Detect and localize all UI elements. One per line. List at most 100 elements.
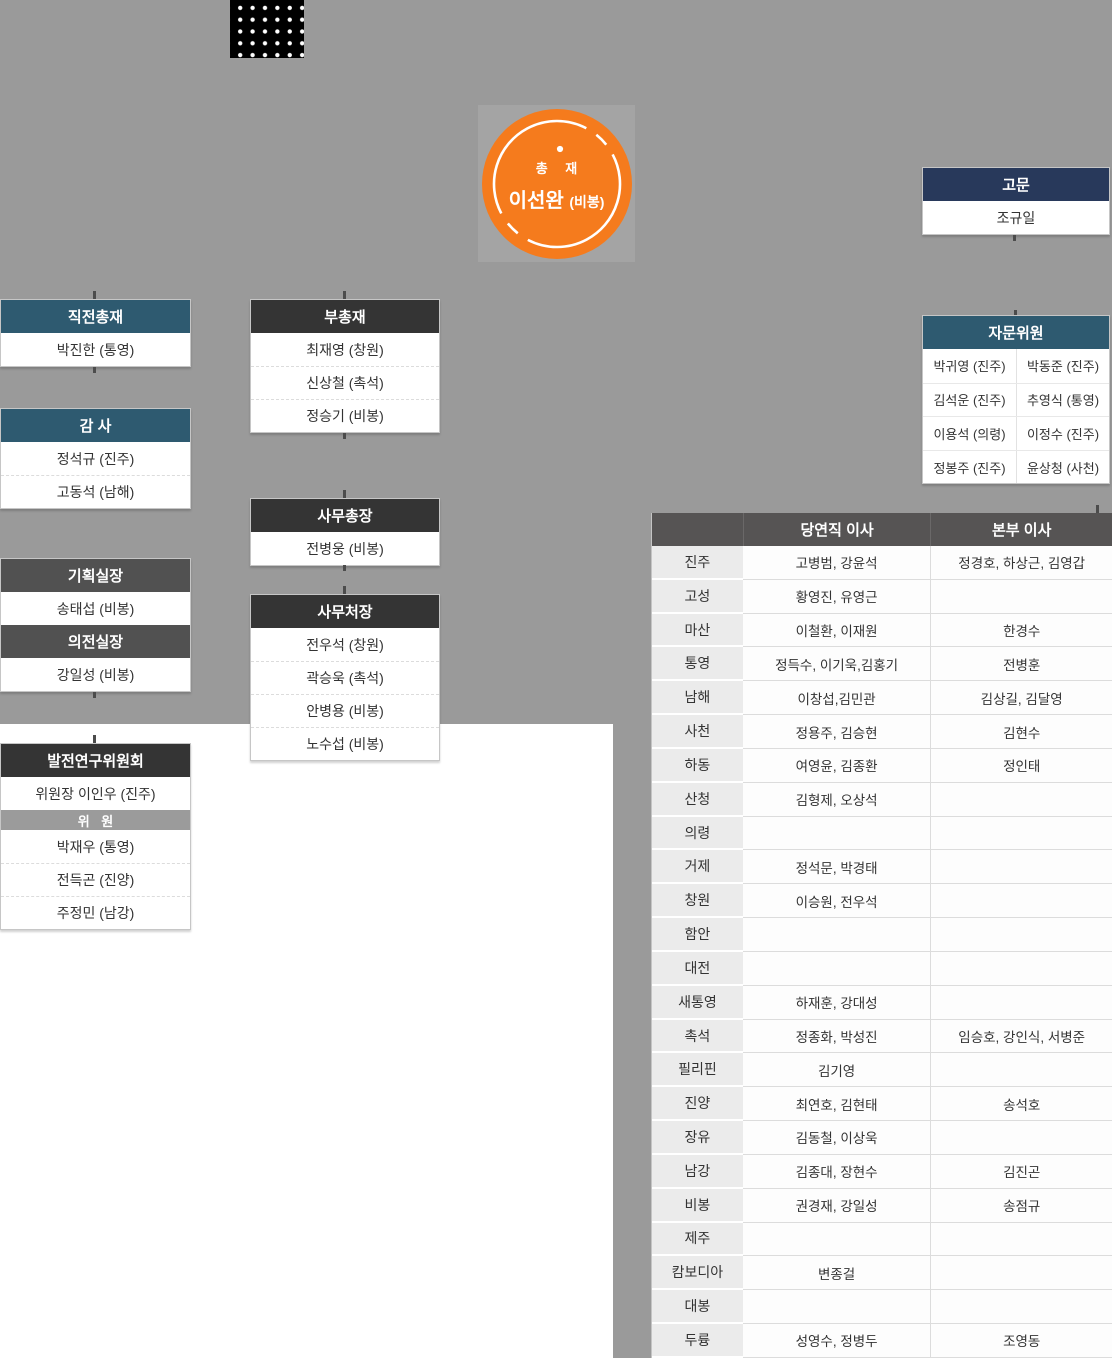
headquarters-cell <box>930 782 1112 817</box>
connector-stub <box>1013 235 1016 241</box>
table-row: 함안 <box>652 918 1112 952</box>
member-name: 전병웅 (비봉) <box>251 532 439 565</box>
ex-officio-cell <box>742 951 931 986</box>
ex-officio-cell: 최연호, 김현태 <box>742 1087 931 1122</box>
headquarters-cell: 조영동 <box>930 1324 1112 1358</box>
region-cell: 대봉 <box>652 1290 743 1325</box>
chairman-name: 이선완 (비봉) <box>508 189 605 212</box>
region-cell: 사천 <box>652 715 743 749</box>
box-research-committee-title: 발전연구위원회 <box>1 744 190 777</box>
region-cell: 남강 <box>652 1154 743 1189</box>
ex-officio-cell: 성영수, 정병두 <box>742 1324 931 1358</box>
box-secretary-office-title: 사무처장 <box>251 595 439 628</box>
member-name: 김석운 (진주) <box>933 393 1006 409</box>
member-name: 윤상청 (사천) <box>1016 450 1109 484</box>
headquarters-cell <box>930 1121 1112 1155</box>
headquarters-cell: 김현수 <box>930 715 1112 749</box>
ex-officio-cell: 하재훈, 강대성 <box>742 985 931 1020</box>
member-pair-row: 김석운 (진주) 추영식 (통영) <box>923 382 1109 417</box>
ex-officio-cell: 정용주, 김승현 <box>742 715 931 749</box>
member-name: 강일성 (비봉) <box>1 658 190 691</box>
headquarters-cell: 정경호, 하상근, 김영갑 <box>930 546 1112 580</box>
member-name: 이용석 (의령) <box>933 426 1006 442</box>
connector-stub <box>93 291 96 299</box>
member-pair-row: 박귀영 (진주) 박동준 (진주) <box>923 349 1109 383</box>
member-name: 박재우 (통영) <box>1 830 190 863</box>
region-header-cell <box>652 513 743 546</box>
ex-officio-cell: 정석문, 박경태 <box>742 850 931 885</box>
member-name: 전득곤 (진양) <box>1 863 190 896</box>
box-planning-director-title: 기획실장 <box>1 559 190 592</box>
member-name: 박동준 (진주) <box>1016 349 1109 383</box>
connector-stub <box>1096 505 1099 513</box>
region-cell: 통영 <box>652 647 743 682</box>
region-cell: 캄보디아 <box>652 1256 743 1291</box>
member-pair-row: 이용석 (의령) 이정수 (진주) <box>923 416 1109 450</box>
headquarters-cell: 임승호, 강인식, 서병준 <box>930 1019 1112 1054</box>
region-cell: 제주 <box>652 1222 743 1257</box>
table-row: 대봉 <box>652 1290 1112 1325</box>
headquarters-cell: 송석호 <box>930 1087 1112 1122</box>
headquarters-cell: 정인태 <box>930 748 1112 783</box>
headquarters-cell <box>930 1290 1112 1325</box>
box-protocol-director-title: 의전실장 <box>1 625 190 658</box>
connector-stub <box>343 490 346 498</box>
headquarters-cell <box>930 951 1112 986</box>
member-name: 안병용 (비봉) <box>251 694 439 727</box>
dashed-ring-icon <box>492 119 621 248</box>
member-name: 최재영 (창원) <box>251 333 439 366</box>
ex-officio-cell: 정종화, 박성진 <box>742 1019 931 1054</box>
connector-stub <box>93 735 96 743</box>
region-cell: 진주 <box>652 546 743 580</box>
headquarters-cell <box>930 816 1112 851</box>
box-secretary-general-title: 사무총장 <box>251 499 439 532</box>
chairman-circle: 총 재 이선완 (비봉) <box>481 108 632 259</box>
chairman-title: 총 재 <box>535 160 585 176</box>
table-row: 제주 <box>652 1222 1112 1257</box>
headquarters-cell <box>930 884 1112 919</box>
connector-stub <box>1014 310 1017 315</box>
region-cell: 장유 <box>652 1121 743 1155</box>
box-secretary-general: 사무총장 전병웅 (비봉) <box>250 498 440 566</box>
ex-officio-cell: 김기영 <box>742 1053 931 1088</box>
headquarters-cell <box>930 1256 1112 1291</box>
member-name: 박귀영 (진주) <box>933 359 1006 375</box>
chairman-branch: (비봉) <box>569 193 605 210</box>
region-cell: 고성 <box>652 579 743 614</box>
ex-officio-cell <box>742 1222 931 1257</box>
box-research-committee: 발전연구위원회 위원장 이인우 (진주) 위 원 박재우 (통영) 전득곤 (진… <box>0 743 191 930</box>
directors-table-header: 당연직 이사 본부 이사 <box>652 513 1112 546</box>
region-cell: 새통영 <box>652 985 743 1020</box>
member-name: 신상철 (촉석) <box>251 366 439 399</box>
region-cell: 촉석 <box>652 1019 743 1054</box>
box-secretary-office: 사무처장 전우석 (창원) 곽승욱 (촉석) 안병용 (비봉) 노수섭 (비봉) <box>250 594 440 761</box>
box-vice-chairman: 부총재 최재영 (창원) 신상철 (촉석) 정승기 (비봉) <box>250 299 440 433</box>
member-name: 정승기 (비봉) <box>251 399 439 432</box>
ex-officio-cell <box>742 816 931 851</box>
table-row: 대전 <box>652 951 1112 986</box>
member-name: 추영식 (통영) <box>1016 383 1109 417</box>
headquarters-cell <box>930 579 1112 614</box>
region-cell: 하동 <box>652 748 743 783</box>
connector-stub <box>343 433 346 439</box>
headquarters-cell: 한경수 <box>930 613 1112 648</box>
member-name: 주정민 (남강) <box>1 896 190 929</box>
box-previous-chairman-title: 직전총재 <box>1 300 190 333</box>
ex-officio-cell: 황영진, 유영근 <box>742 579 931 614</box>
region-cell: 필리핀 <box>652 1053 743 1088</box>
headquarters-cell: 김진곤 <box>930 1154 1112 1189</box>
ex-officio-cell <box>742 918 931 952</box>
